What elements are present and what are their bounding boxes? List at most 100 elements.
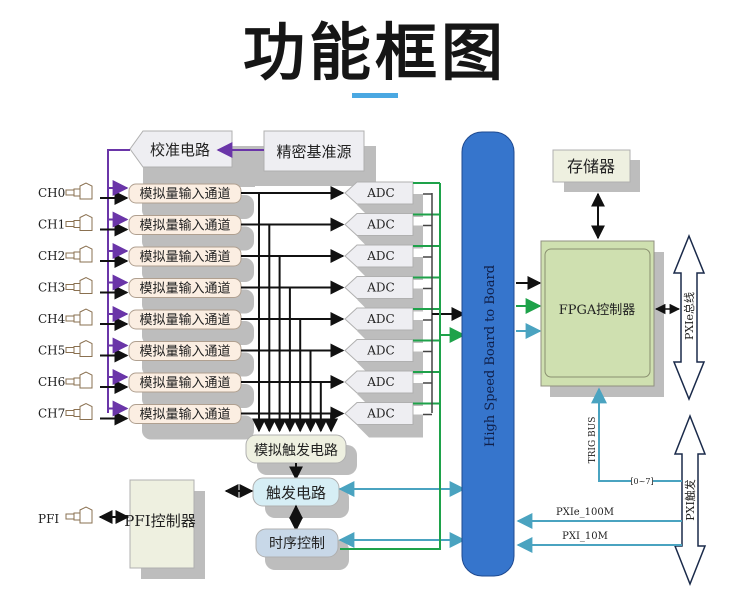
adc-block-group: ADC bbox=[344, 339, 440, 375]
adc-block-group: ADC bbox=[344, 402, 440, 438]
pxi-trigger-label: PXI触发 bbox=[683, 479, 697, 521]
adc-label: ADC bbox=[366, 249, 394, 263]
pxi-trigger-arrow-icon: PXI触发 bbox=[673, 413, 707, 587]
trig-bus-range-box bbox=[631, 475, 653, 487]
pfi-controller-label: PFI控制器 bbox=[124, 512, 195, 530]
pfi-port-label: PFI bbox=[38, 512, 59, 526]
bnc-connector-icon bbox=[65, 213, 93, 231]
timing-control-label: 时序控制 bbox=[269, 536, 325, 552]
adc-block bbox=[344, 276, 414, 299]
title-underline bbox=[352, 93, 398, 98]
trig-bus-range-label: [0~7] bbox=[630, 477, 653, 486]
storage-label: 存储器 bbox=[567, 157, 615, 176]
channel-row: CH6 模拟量输入通道 bbox=[38, 369, 345, 408]
fpga-inner-block bbox=[544, 248, 651, 378]
pfi-connector-icon bbox=[65, 506, 93, 524]
channel-name-label: CH0 bbox=[38, 186, 65, 200]
channel-block-label: 模拟量输入通道 bbox=[139, 218, 230, 234]
trigger-circuit-label: 触发电路 bbox=[266, 484, 326, 502]
adc-block-group: ADC bbox=[344, 276, 440, 312]
bnc-connector-icon bbox=[65, 276, 93, 294]
adc-block-group: ADC bbox=[344, 213, 440, 249]
adc-block bbox=[344, 181, 414, 205]
channel-block-label: 模拟量输入通道 bbox=[139, 186, 230, 202]
calibration-circuit-label: 校准电路 bbox=[150, 141, 210, 159]
bnc-connector-icon bbox=[65, 308, 93, 326]
bnc-connector-icon bbox=[65, 339, 93, 357]
fpga-label: FPGA控制器 bbox=[559, 303, 636, 318]
precision-reference-label: 精密基准源 bbox=[276, 143, 351, 161]
adc-block bbox=[344, 339, 414, 362]
adc-label: ADC bbox=[366, 344, 394, 358]
adc-label: ADC bbox=[366, 312, 394, 326]
channels-layer: CH0 模拟量输入通道 CH1 模拟量输入通道 CH2 模拟量输入通道 CH3 模拟量输入通道… bbox=[38, 180, 345, 440]
bnc-connector-icon bbox=[65, 245, 93, 263]
channel-row: CH1 模拟量输入通道 bbox=[38, 211, 345, 251]
timing-control-block bbox=[255, 528, 339, 558]
adc-label: ADC bbox=[366, 407, 394, 421]
channel-row: CH2 模拟量输入通道 bbox=[38, 243, 345, 282]
adc-clock-collector bbox=[340, 183, 441, 550]
pfi-group: PFI控制器 PFI bbox=[38, 479, 254, 579]
pfi-controller-block bbox=[129, 479, 195, 569]
pxi-10m-label: PXI_10M bbox=[562, 531, 608, 542]
calibration-bus-line bbox=[107, 149, 130, 413]
bus-bar bbox=[461, 131, 515, 577]
channel-block-label: 模拟量输入通道 bbox=[139, 312, 230, 328]
calibration-group: 精密基准源 校准电路 bbox=[107, 130, 376, 413]
adc-block bbox=[344, 244, 414, 268]
bnc-connector-icon bbox=[65, 371, 93, 389]
analog-trigger-label: 模拟触发电路 bbox=[254, 443, 338, 459]
trig-bus-line bbox=[591, 387, 682, 482]
adc-block-group: ADC bbox=[344, 370, 440, 406]
trigger-group: 模拟触发电路 触发电路 时序控制 bbox=[245, 434, 466, 570]
channel-name-label: CH3 bbox=[38, 281, 65, 295]
adc-block bbox=[344, 402, 414, 425]
page-title: 功能框图 bbox=[242, 16, 507, 89]
channel-row: CH4 模拟量输入通道 bbox=[38, 306, 345, 345]
adc-block-group: ADC bbox=[344, 181, 440, 217]
adc-block bbox=[344, 370, 414, 394]
clock-lines: PXIe_100M PXI_10M bbox=[516, 507, 682, 553]
channel-block-label: 模拟量输入通道 bbox=[139, 249, 230, 265]
channel-name-label: CH5 bbox=[38, 344, 65, 358]
channel-block-label: 模拟量输入通道 bbox=[139, 407, 230, 423]
channel-name-label: CH7 bbox=[38, 407, 65, 421]
channel-row: CH0 模拟量输入通道 bbox=[38, 180, 345, 219]
adc-block bbox=[344, 307, 414, 331]
storage-group: 存储器 bbox=[552, 149, 640, 240]
adc-label: ADC bbox=[366, 186, 394, 200]
adc-layer: ADC ADC ADC ADC ADC ADC ADC ADC bbox=[344, 181, 440, 438]
channel-block-label: 模拟量输入通道 bbox=[139, 344, 230, 360]
bnc-connector-icon bbox=[65, 182, 93, 200]
trig-bus-group: TRIG BUS [0~7] bbox=[588, 387, 682, 487]
bus-label: High Speed Board to Board bbox=[483, 265, 498, 447]
trig-bus-label: TRIG BUS bbox=[588, 417, 598, 464]
channel-name-label: CH1 bbox=[38, 218, 65, 232]
adc-block bbox=[344, 213, 414, 236]
precision-reference-block bbox=[263, 130, 365, 172]
pxie-bus-arrow-icon: PXIe总线 bbox=[672, 234, 706, 401]
high-speed-bus: High Speed Board to Board bbox=[461, 131, 515, 577]
bnc-connector-icon bbox=[65, 402, 93, 420]
channel-name-label: CH6 bbox=[38, 375, 65, 389]
adc-label: ADC bbox=[366, 375, 394, 389]
pxie-100m-label: PXIe_100M bbox=[556, 507, 614, 518]
channel-name-label: CH4 bbox=[38, 312, 66, 326]
pxie-bus-label: PXIe总线 bbox=[682, 292, 696, 340]
channel-row: CH3 模拟量输入通道 bbox=[38, 274, 345, 314]
storage-block bbox=[552, 149, 631, 183]
adc-label: ADC bbox=[366, 281, 394, 295]
adc-collector-lines bbox=[340, 183, 466, 550]
adc-label: ADC bbox=[366, 218, 394, 232]
channel-name-label: CH2 bbox=[38, 249, 65, 263]
adc-block-group: ADC bbox=[344, 244, 440, 280]
channel-row: CH5 模拟量输入通道 bbox=[38, 337, 345, 377]
adc-block-group: ADC bbox=[344, 307, 440, 343]
channel-block-label: 模拟量输入通道 bbox=[139, 281, 230, 297]
fpga-group: FPGA控制器 bbox=[540, 240, 681, 397]
trigger-fan-layer bbox=[252, 193, 339, 433]
channel-row: CH7 模拟量输入通道 bbox=[38, 400, 345, 440]
channel-block-label: 模拟量输入通道 bbox=[139, 375, 230, 391]
